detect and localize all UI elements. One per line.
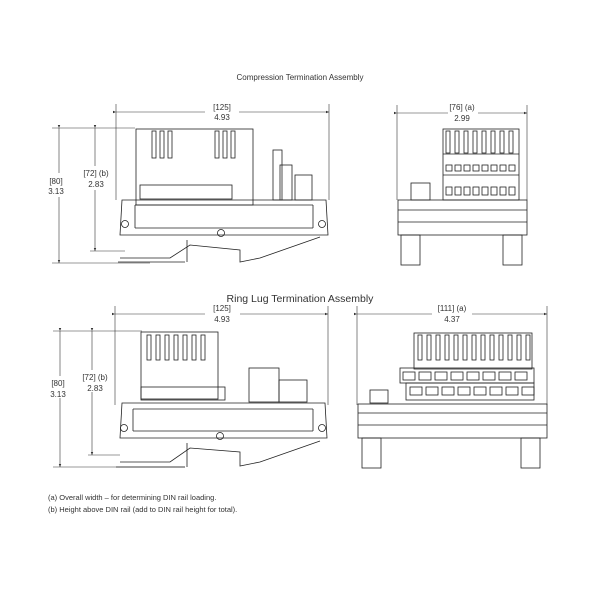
footnote-a: (a) Overall width – for determining DIN … bbox=[48, 493, 216, 502]
terminal-fin bbox=[445, 130, 451, 154]
rail-height-in-label: 2.83 bbox=[87, 384, 103, 393]
terminal-clamp bbox=[454, 164, 462, 172]
heatsink-fin bbox=[507, 334, 513, 361]
heatsink-fin bbox=[480, 334, 486, 361]
front-width-mm-label: [76] (a) bbox=[449, 103, 475, 112]
rail-height-mm-label: [72] (b) bbox=[83, 169, 109, 178]
height-in-label: 3.13 bbox=[48, 187, 64, 196]
ring-lug-terminal bbox=[402, 371, 416, 381]
heatsink-fin bbox=[489, 334, 495, 361]
ring-lug-side-view: [125] 4.93 [80] 3.13 [72] (b) 2.83 bbox=[50, 304, 329, 468]
heatsink-fin bbox=[471, 334, 477, 361]
ring-lug-terminal bbox=[514, 371, 528, 381]
terminal-clamp bbox=[490, 164, 498, 172]
terminal-fin bbox=[472, 130, 478, 154]
terminal-clamp bbox=[463, 186, 471, 196]
terminal-fin bbox=[481, 130, 487, 154]
terminal-clamp bbox=[481, 186, 489, 196]
terminal-clamp bbox=[499, 164, 507, 172]
compression-front-view: [76] (a) 2.99 bbox=[394, 103, 528, 266]
ring-lug-terminal bbox=[457, 386, 471, 396]
heatsink-fin bbox=[453, 334, 459, 361]
ring-lug-terminal bbox=[434, 371, 448, 381]
terminal-clamp bbox=[445, 164, 453, 172]
heatsink-fin bbox=[462, 334, 468, 361]
heatsink-fin bbox=[155, 334, 161, 361]
terminal-clamp bbox=[481, 164, 489, 172]
heatsink-fin bbox=[146, 334, 152, 361]
ring-lug-terminal bbox=[409, 386, 423, 396]
terminal-clamp bbox=[472, 186, 480, 196]
terminal-clamp bbox=[445, 186, 453, 196]
width-in-label: 4.93 bbox=[214, 315, 230, 324]
ring-lug-terminal bbox=[498, 371, 512, 381]
heatsink-fin bbox=[426, 334, 432, 361]
heatsink-fin bbox=[164, 334, 170, 361]
heatsink-fin bbox=[444, 334, 450, 361]
width-mm-label: [125] bbox=[213, 304, 231, 313]
terminal-clamp bbox=[490, 186, 498, 196]
terminal-clamp bbox=[463, 164, 471, 172]
ring-lug-terminal bbox=[473, 386, 487, 396]
height-in-label: 3.13 bbox=[50, 390, 66, 399]
heatsink-fin bbox=[498, 334, 504, 361]
terminal-fin bbox=[490, 130, 496, 154]
ring-lug-terminal bbox=[441, 386, 455, 396]
terminal-clamp bbox=[508, 164, 516, 172]
rail-height-mm-label: [72] (b) bbox=[82, 373, 108, 382]
terminal-clamp bbox=[508, 186, 516, 196]
heatsink-fin bbox=[435, 334, 441, 361]
compression-side-view: [125] 4.93 [80] 3.13 [72] (b) 2.83 bbox=[48, 103, 330, 264]
width-in-label: 4.93 bbox=[214, 113, 230, 122]
ring-lug-terminal bbox=[505, 386, 519, 396]
height-mm-label: [80] bbox=[49, 177, 62, 186]
ring-lug-terminal bbox=[466, 371, 480, 381]
terminal-fin bbox=[463, 130, 469, 154]
terminal-clamp bbox=[499, 186, 507, 196]
ring-lug-front-view: [111] (a) 4.37 bbox=[354, 304, 548, 469]
terminal-clamp bbox=[454, 186, 462, 196]
terminal-fin bbox=[508, 130, 514, 154]
terminal-clamp bbox=[472, 164, 480, 172]
ring-lug-terminal bbox=[450, 371, 464, 381]
ring-lug-terminal bbox=[482, 371, 496, 381]
heatsink-fin bbox=[173, 334, 179, 361]
section-title-compression: Compression Termination Assembly bbox=[236, 73, 363, 82]
ring-lug-terminal bbox=[425, 386, 439, 396]
front-width-in-label: 4.37 bbox=[444, 315, 460, 324]
width-mm-label: [125] bbox=[213, 103, 231, 112]
front-width-mm-label: [111] (a) bbox=[438, 304, 467, 313]
ring-lug-terminal bbox=[489, 386, 503, 396]
heatsink-fin bbox=[200, 334, 206, 361]
footnote-b: (b) Height above DIN rail (add to DIN ra… bbox=[48, 505, 237, 514]
ring-lug-terminal bbox=[521, 386, 535, 396]
terminal-fin bbox=[454, 130, 460, 154]
terminal-fin bbox=[499, 130, 505, 154]
heatsink-fin bbox=[191, 334, 197, 361]
height-mm-label: [80] bbox=[51, 379, 64, 388]
heatsink-fin bbox=[182, 334, 188, 361]
heatsink-fin bbox=[525, 334, 531, 361]
heatsink-fin bbox=[516, 334, 522, 361]
rail-height-in-label: 2.83 bbox=[88, 180, 104, 189]
front-width-in-label: 2.99 bbox=[454, 114, 470, 123]
heatsink-fin bbox=[417, 334, 423, 361]
ring-lug-terminal bbox=[418, 371, 432, 381]
section-title-ring-lug: Ring Lug Termination Assembly bbox=[227, 293, 375, 305]
